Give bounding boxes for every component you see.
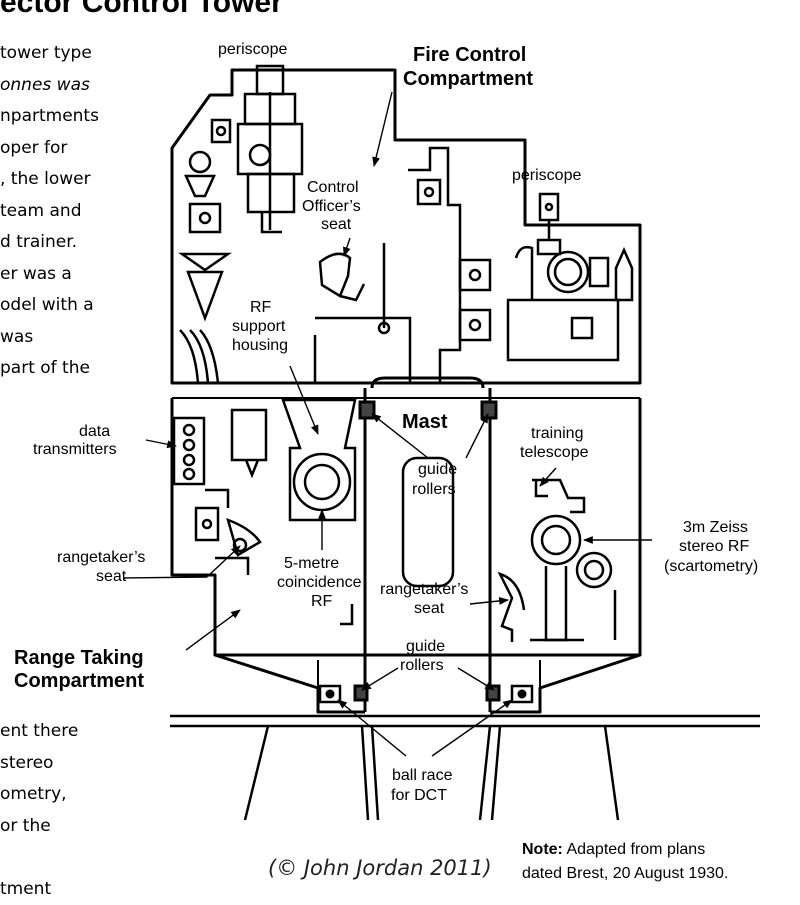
body-text-line: ometry, [0, 784, 67, 804]
mast-outline [363, 388, 492, 712]
label-rangetaker-seat-left: seat [96, 568, 127, 585]
diagram-labels: periscope Fire Control Compartment Contr… [14, 41, 758, 804]
label-mast: Mast [402, 411, 448, 433]
guide-roller-right [480, 400, 498, 420]
source-note: Note: Adapted from plans dated Brest, 20… [522, 838, 728, 886]
label-guide-rollers-upper: rollers [412, 481, 456, 498]
mast-top [370, 376, 485, 389]
guide-roller-left [358, 400, 376, 420]
label-control-officer-seat: Officer’s [302, 198, 361, 215]
label-guide-rollers-upper: guide [418, 461, 457, 478]
body-text-line: onnes was [0, 74, 90, 95]
left-rangetaker-seat-equipment [194, 488, 262, 575]
page-heading: ector Control Tower [0, 0, 283, 19]
body-text-line: oper for [0, 137, 68, 158]
label-zeiss-stereo-rf: 3m Zeiss [683, 519, 748, 536]
leader-lines [123, 91, 652, 757]
periscope-top-equipment [210, 64, 304, 234]
periscope-right-equipment [506, 192, 634, 362]
center-post [408, 146, 492, 383]
label-range-taking-compartment: Compartment [14, 670, 144, 692]
label-zeiss-stereo-rf: stereo RF [679, 538, 749, 555]
body-text-line: stereo [0, 752, 54, 773]
image-credit: (© John Jordan 2011) [268, 856, 492, 880]
label-training-telescope: telescope [520, 444, 589, 461]
label-rf-support-housing: housing [232, 337, 288, 354]
control-officer-seat [313, 243, 412, 383]
label-data-transmitters: data [79, 423, 110, 440]
foremast-legs [243, 725, 620, 821]
label-coincidence-rf: 5-metre [284, 555, 339, 572]
bearing-ball-right [517, 689, 527, 699]
source-note-line: dated Brest, 20 August 1930. [522, 865, 729, 882]
body-text-line: er was a [0, 263, 72, 284]
source-note-line: Note: Adapted from plans [522, 838, 728, 862]
label-fire-control: Compartment [403, 68, 533, 90]
label-rangetaker-seat-right: seat [414, 600, 445, 617]
label-periscope-right: periscope [512, 167, 581, 184]
body-text-line: part of the [0, 358, 90, 378]
label-ball-race: for DCT [391, 787, 447, 804]
mast-bracket [340, 604, 354, 626]
body-text-line: , the lower [0, 169, 91, 189]
bearing-left [318, 684, 342, 704]
label-rf-support-housing: RF [250, 299, 272, 316]
body-text-line: ent there [0, 721, 79, 741]
label-guide-rollers-lower: rollers [400, 657, 444, 674]
body-text-line: was [0, 326, 34, 347]
label-coincidence-rf: RF [311, 593, 333, 610]
label-fire-control: Fire Control [413, 44, 526, 66]
body-text-line: d trainer. [0, 232, 78, 252]
body-text-line: npartments [0, 106, 99, 126]
left-column-equipment [178, 150, 232, 384]
label-training-telescope: training [531, 425, 583, 442]
label-rf-support-housing: support [232, 318, 286, 335]
fire-control-outline [170, 68, 642, 385]
body-text-lower: ent there stereo ometry, or the tment [0, 716, 140, 905]
label-guide-rollers-lower: guide [406, 638, 445, 655]
zeiss-rf-equipment [497, 478, 617, 642]
body-text-line: tower type [0, 43, 92, 63]
label-control-officer-seat: seat [321, 216, 352, 233]
guide-roller-lower-right [485, 684, 501, 702]
tower-structure [170, 68, 642, 714]
body-text-line: odel with a [0, 295, 94, 315]
label-periscope-top: periscope [218, 41, 287, 58]
equipment [172, 64, 634, 642]
label-ball-race: ball race [392, 767, 453, 784]
label-coincidence-rf: coincidence [277, 574, 362, 591]
range-taking-outline [170, 398, 642, 657]
bearing-right [510, 684, 534, 704]
label-rangetaker-seat-right: rangetaker’s [380, 581, 468, 598]
body-text-line: team and [0, 200, 82, 221]
label-rangetaker-seat-left: rangetaker’s [57, 549, 145, 566]
body-text-upper: tower type onnes was npartments oper for… [0, 38, 140, 385]
data-transmitters-equipment [172, 408, 268, 486]
note-label: Note: [522, 841, 563, 858]
body-text-line: tment [0, 878, 52, 899]
label-zeiss-stereo-rf: (scartometry) [664, 558, 758, 575]
label-range-taking-compartment: Range Taking [14, 647, 144, 669]
label-control-officer-seat: Control [307, 179, 359, 196]
bearing-ball-left [325, 689, 335, 699]
coincidence-rf-equipment [281, 398, 357, 522]
note-text: Adapted from plans [562, 841, 706, 858]
ball-race [170, 684, 760, 821]
body-text-line: or the [0, 815, 51, 836]
label-data-transmitters: transmitters [33, 441, 117, 458]
